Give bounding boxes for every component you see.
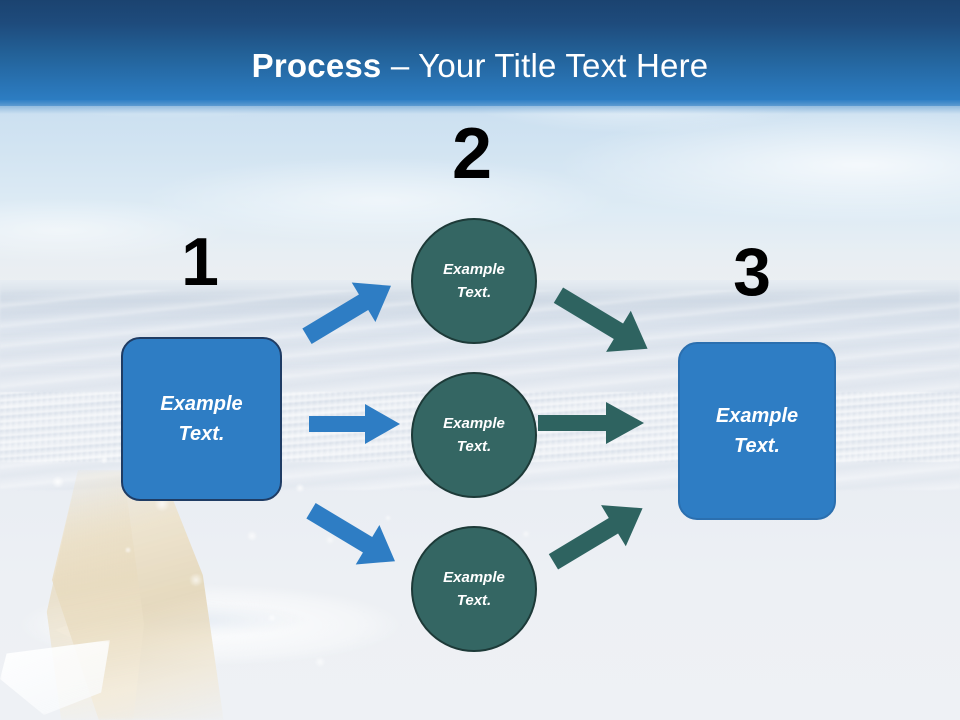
process-circle-top[interactable]: Example Text.: [411, 218, 537, 344]
background-swimmer-body: [46, 480, 144, 720]
title-bar: [0, 0, 960, 106]
arrow-blue-up-right: [302, 282, 392, 344]
process-circle-top-line1: Example: [443, 261, 505, 278]
process-box-step-1-label: Example Text.: [152, 389, 250, 449]
arrow-teal-up-right: [548, 505, 643, 570]
background-swimsuit: [0, 640, 110, 715]
background-shark-body: [20, 590, 360, 650]
process-circle-middle[interactable]: Example Text.: [411, 372, 537, 498]
page-title-rest: – Your Title Text Here: [381, 47, 709, 84]
step-number-3: 3: [733, 234, 771, 310]
step-number-2: 2: [451, 114, 493, 194]
background-swimmer-legs: [52, 470, 224, 720]
process-box-step-3-label: Example Text.: [708, 401, 806, 461]
step-number-1: 1: [181, 224, 219, 300]
process-box-step-1[interactable]: Example Text.: [121, 337, 282, 501]
process-circle-bottom[interactable]: Example Text.: [411, 526, 537, 652]
process-circle-middle-line1: Example: [443, 415, 505, 432]
process-circle-middle-line2: Text.: [456, 438, 492, 455]
page-title-bold: Process: [251, 47, 382, 84]
arrow-blue-down-right: [306, 503, 396, 565]
arrow-teal-down-right: [553, 287, 648, 352]
process-box-step-3-line2: Text.: [734, 435, 780, 457]
process-box-step-1-line1: Example: [160, 393, 243, 415]
arrow-blue-right: [309, 404, 400, 444]
process-circle-middle-label: Example Text.: [435, 412, 513, 458]
process-circle-bottom-line2: Text.: [456, 592, 492, 609]
process-box-step-3-line1: Example: [715, 405, 799, 427]
process-circle-top-line2: Text.: [456, 284, 492, 301]
process-circle-bottom-line1: Example: [443, 569, 505, 586]
process-box-step-3[interactable]: Example Text.: [678, 342, 836, 520]
process-box-step-1-line2: Text.: [178, 423, 225, 445]
background-shark-shape: [0, 555, 480, 705]
page-title: Process – Your Title Text Here: [0, 46, 960, 86]
process-circle-top-label: Example Text.: [435, 258, 513, 304]
background-fin: [55, 600, 195, 650]
arrow-teal-right: [538, 402, 644, 444]
process-circle-bottom-label: Example Text.: [435, 566, 513, 612]
